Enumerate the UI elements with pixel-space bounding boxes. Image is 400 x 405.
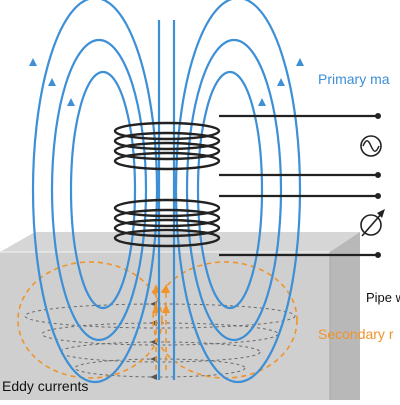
primary-loop-right-3 bbox=[196, 70, 264, 310]
terminals bbox=[375, 113, 381, 258]
primary-loop-left-3 bbox=[69, 70, 137, 310]
primary-arrow-4 bbox=[296, 58, 304, 66]
secondary-field-label: Secondary r bbox=[318, 326, 394, 342]
coil-lower-turn-4 bbox=[113, 228, 221, 248]
primary-loop-left-2 bbox=[50, 38, 148, 342]
coil-upper-turn-1 bbox=[113, 121, 221, 141]
terminal-1 bbox=[375, 113, 381, 119]
terminal-3 bbox=[375, 193, 381, 199]
terminal-2 bbox=[375, 172, 381, 178]
eddy-currents-label: Eddy currents bbox=[2, 378, 88, 394]
receiver-coil bbox=[113, 198, 221, 248]
secondary-loop-left bbox=[17, 261, 163, 379]
coil-lower-turn-1 bbox=[113, 198, 221, 218]
primary-arrow-1 bbox=[29, 58, 37, 66]
secondary-arrow-4 bbox=[162, 304, 170, 313]
primary-loop-right-1 bbox=[174, 0, 302, 384]
coil-lower-turn-3 bbox=[113, 218, 221, 238]
pipe-wall-label: Pipe w bbox=[366, 290, 400, 305]
coil-upper-turn-3 bbox=[113, 141, 221, 161]
pipe-side-face bbox=[330, 232, 360, 400]
primary-loop-left-1 bbox=[31, 0, 159, 384]
eddy-arrow-5 bbox=[150, 374, 157, 380]
primary-arrow-3 bbox=[67, 98, 75, 106]
primary-arrow-6 bbox=[258, 98, 266, 106]
secondary-arrow-2 bbox=[162, 284, 170, 293]
coil-upper-turn-2 bbox=[113, 131, 221, 151]
primary-loop-right-2 bbox=[185, 38, 283, 342]
variable-meter-icon bbox=[360, 209, 385, 237]
terminal-4 bbox=[375, 252, 381, 258]
coil-upper-turn-4 bbox=[113, 151, 221, 171]
coil-leads bbox=[219, 114, 378, 257]
primary-arrow-2 bbox=[48, 78, 56, 86]
sine-wave-icon bbox=[360, 135, 382, 157]
excitation-coil bbox=[113, 121, 221, 171]
primary-arrow-5 bbox=[277, 78, 285, 86]
eddy-loop-3 bbox=[59, 341, 261, 363]
coil-lower-turn-2 bbox=[113, 208, 221, 228]
primary-field-label: Primary ma bbox=[318, 71, 390, 87]
primary-field-arrows bbox=[29, 58, 304, 106]
